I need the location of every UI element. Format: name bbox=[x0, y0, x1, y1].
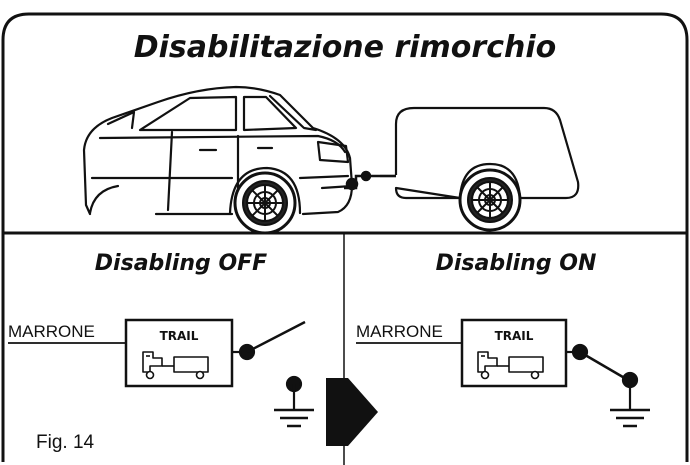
arrow-right-icon bbox=[326, 378, 378, 446]
panel-on-wire-label: MARRONE bbox=[356, 322, 443, 341]
switch-open-icon bbox=[232, 320, 306, 361]
trailer-icon bbox=[380, 106, 580, 200]
panel-off-heading: Disabling OFF bbox=[95, 251, 267, 276]
car-icon bbox=[82, 85, 354, 216]
switch-closed-icon bbox=[566, 343, 629, 382]
panel-off-wire-label: MARRONE bbox=[8, 322, 95, 341]
figure-label: Fig. 14 bbox=[36, 432, 95, 453]
diagram-title: Disabilitazione rimorchio bbox=[134, 30, 556, 65]
ground-icon bbox=[274, 375, 314, 428]
tow-hitch bbox=[344, 170, 396, 191]
outer-frame bbox=[1, 12, 689, 462]
car-rear-wheel bbox=[233, 171, 297, 235]
panel-on-heading: Disabling ON bbox=[436, 251, 597, 276]
trailer-relay-icon: TRAIL bbox=[124, 318, 234, 388]
trailer-relay-icon: TRAIL bbox=[460, 318, 568, 388]
panel-on-box-label: TRAIL bbox=[495, 329, 534, 343]
ground-icon bbox=[610, 371, 650, 428]
trailer-wheel bbox=[458, 168, 522, 232]
panel-off-box-label: TRAIL bbox=[160, 329, 199, 343]
